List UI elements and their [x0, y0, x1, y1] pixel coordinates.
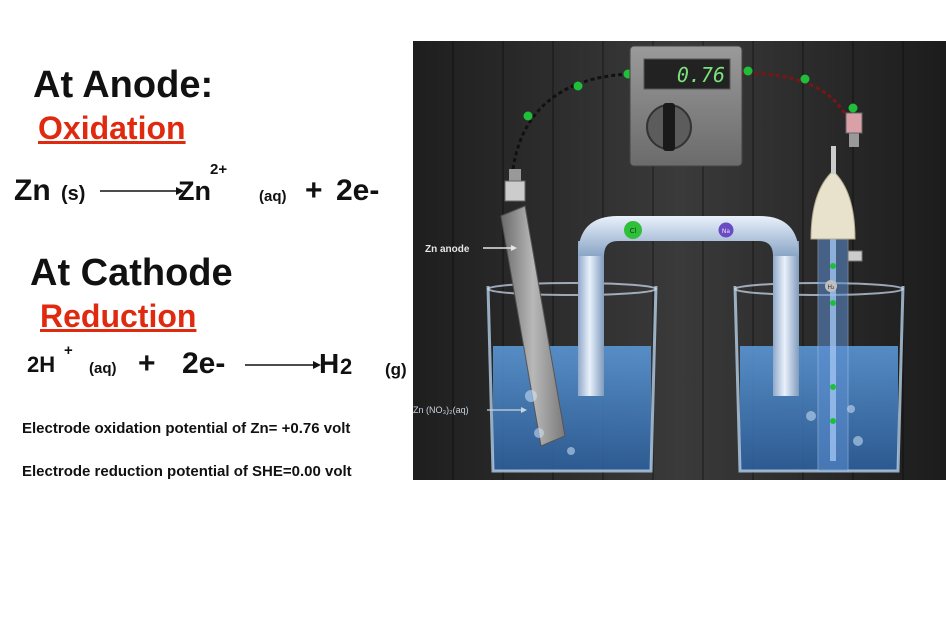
- left-clip-head: [504, 180, 526, 202]
- anode-heading: At Anode:: [33, 64, 214, 106]
- voltmeter-knob-grip: [663, 103, 675, 151]
- cathode-process: Reduction: [40, 298, 197, 334]
- hydrogen-molecule: [825, 280, 837, 292]
- voltmeter-reading: 0.76: [677, 63, 725, 87]
- anode-product: Zn: [178, 176, 211, 206]
- oxidation-potential-note: Electrode oxidation potential of Zn= +0.…: [22, 420, 351, 437]
- solution-particles: [525, 390, 863, 455]
- left-beaker: [486, 282, 658, 473]
- anode-product-state: (aq): [259, 188, 287, 205]
- anode-electrons: 2e-: [336, 174, 380, 207]
- voltmeter-display: [643, 58, 731, 90]
- wire-left: [511, 72, 632, 170]
- zn-anode-pointer: [483, 245, 517, 251]
- cathode-electrons: 2e-: [182, 347, 226, 380]
- anode-process: Oxidation: [38, 110, 186, 146]
- salt-bridge-right-ion-label: Na: [722, 228, 730, 235]
- cathode-equation: 2H + (aq) + 2e- H 2 (g): [27, 342, 427, 388]
- right-clip: [849, 131, 859, 147]
- wire-right: [740, 71, 855, 137]
- anode-equation: Zn (s) Zn 2+ (aq) + 2e-: [14, 161, 404, 214]
- cathode-product-subscript: 2: [340, 354, 353, 379]
- salt-bridge-left-ion-label: Cl: [630, 227, 637, 235]
- cathode-heading: At Cathode: [30, 252, 233, 294]
- zn-anode-label: Zn anode: [425, 244, 470, 255]
- anode-plus: +: [305, 174, 323, 207]
- zinc-plate: [500, 205, 566, 447]
- hydrogen-label: H₂: [828, 284, 836, 291]
- cathode-product: H: [319, 348, 340, 379]
- solution-label: Zn (NO₃)₂(aq): [413, 405, 469, 415]
- salt-bridge-right-ion: [718, 222, 734, 238]
- cathode-arrow: [245, 361, 321, 369]
- galvanic-cell-illustration: 0.76 Cl Na H₂: [413, 41, 946, 480]
- cathode-reactant: 2H: [27, 352, 56, 377]
- salt-bridge-left-ion: [624, 221, 642, 239]
- cathode-electron-dots: [830, 263, 836, 424]
- cathode-plus: +: [138, 347, 156, 380]
- anode-reactant-state: (s): [61, 183, 86, 205]
- right-clip-head: [845, 112, 863, 134]
- cathode-product-state: (g): [385, 360, 407, 379]
- cathode-reactant-state: (aq): [89, 360, 117, 377]
- reduction-potential-note: Electrode reduction potential of SHE=0.0…: [22, 463, 352, 480]
- anode-arrow: [100, 187, 184, 195]
- anode-reactant: Zn: [14, 174, 51, 207]
- cathode-reactant-charge: +: [64, 342, 73, 359]
- solution-pointer: [487, 407, 527, 413]
- anode-product-charge: 2+: [210, 161, 228, 178]
